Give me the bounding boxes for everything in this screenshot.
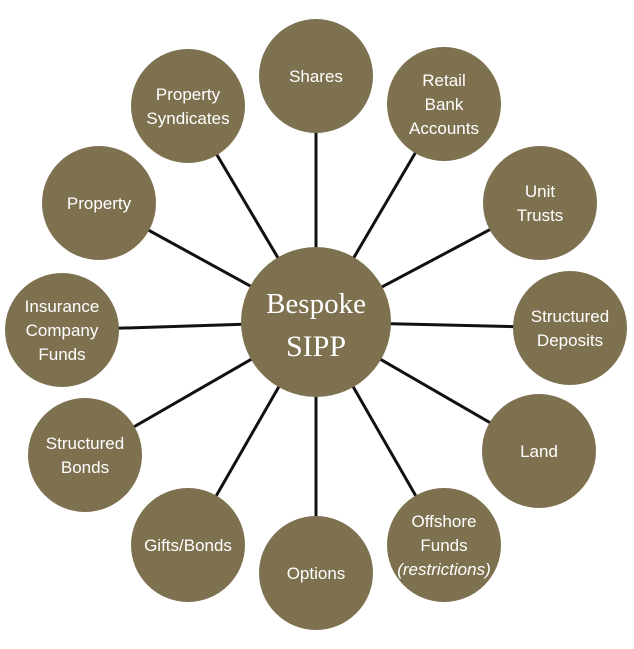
node-label-offshore-funds-0: Offshore bbox=[412, 512, 477, 531]
node-label-insurance-company-funds-0: Insurance bbox=[25, 297, 100, 316]
center-label-line-2: SIPP bbox=[286, 330, 346, 363]
node-label-property-0: Property bbox=[67, 194, 132, 213]
node-label-insurance-company-funds-2: Funds bbox=[38, 345, 85, 364]
node-label-property-syndicates-1: Syndicates bbox=[146, 109, 229, 128]
node-label-offshore-funds-1: Funds bbox=[420, 536, 467, 555]
node-circle-offshore-funds bbox=[387, 488, 501, 602]
node-label-retail-bank-accounts-0: Retail bbox=[422, 71, 465, 90]
node-label-structured-deposits-0: Structured bbox=[531, 307, 609, 326]
satellite-nodes: Shares RetailBankAccountsUnitTrustsStruct… bbox=[5, 19, 627, 630]
node-circle-options bbox=[259, 516, 373, 630]
node-circle-gifts-bonds bbox=[131, 488, 245, 602]
node-circle-unit-trusts bbox=[483, 146, 597, 260]
node-circle-property bbox=[42, 146, 156, 260]
node-label-unit-trusts-1: Trusts bbox=[517, 206, 564, 225]
node-circle-retail-bank-accounts bbox=[387, 47, 501, 161]
node-shares: Shares bbox=[259, 19, 373, 133]
center-label-line-1: Bespoke bbox=[266, 288, 366, 320]
node-circle-structured-bonds bbox=[28, 398, 142, 512]
node-label-land-0: Land bbox=[520, 442, 558, 461]
node-gifts-bonds: Gifts/Bonds bbox=[131, 488, 245, 602]
node-label-insurance-company-funds-1: Company bbox=[26, 321, 99, 340]
node-circle-shares bbox=[259, 19, 373, 133]
node-circle-insurance-company-funds bbox=[5, 273, 119, 387]
node-label-retail-bank-accounts-2: Accounts bbox=[409, 119, 479, 138]
node-label-structured-deposits-1: Deposits bbox=[537, 331, 603, 350]
node-label-options-0: Options bbox=[287, 564, 346, 583]
node-label-property-syndicates-0: Property bbox=[156, 85, 221, 104]
node-label-shares-0: Shares bbox=[289, 67, 343, 86]
node-circle-structured-deposits bbox=[513, 271, 627, 385]
node-circle-land bbox=[482, 394, 596, 508]
node-circle-property-syndicates bbox=[131, 49, 245, 163]
center-node: Bespoke SIPP bbox=[241, 247, 391, 397]
node-land: Land bbox=[482, 394, 596, 508]
node-note-offshore-funds: (restrictions) bbox=[397, 560, 491, 579]
node-label-retail-bank-accounts-1: Bank bbox=[425, 95, 464, 114]
node-property: Property bbox=[42, 146, 156, 260]
node-label-unit-trusts-0: Unit bbox=[525, 182, 556, 201]
node-label-structured-bonds-1: Bonds bbox=[61, 458, 109, 477]
node-options: Options bbox=[259, 516, 373, 630]
center-circle bbox=[241, 247, 391, 397]
node-label-structured-bonds-0: Structured bbox=[46, 434, 124, 453]
node-label-gifts-bonds-0: Gifts/Bonds bbox=[144, 536, 232, 555]
